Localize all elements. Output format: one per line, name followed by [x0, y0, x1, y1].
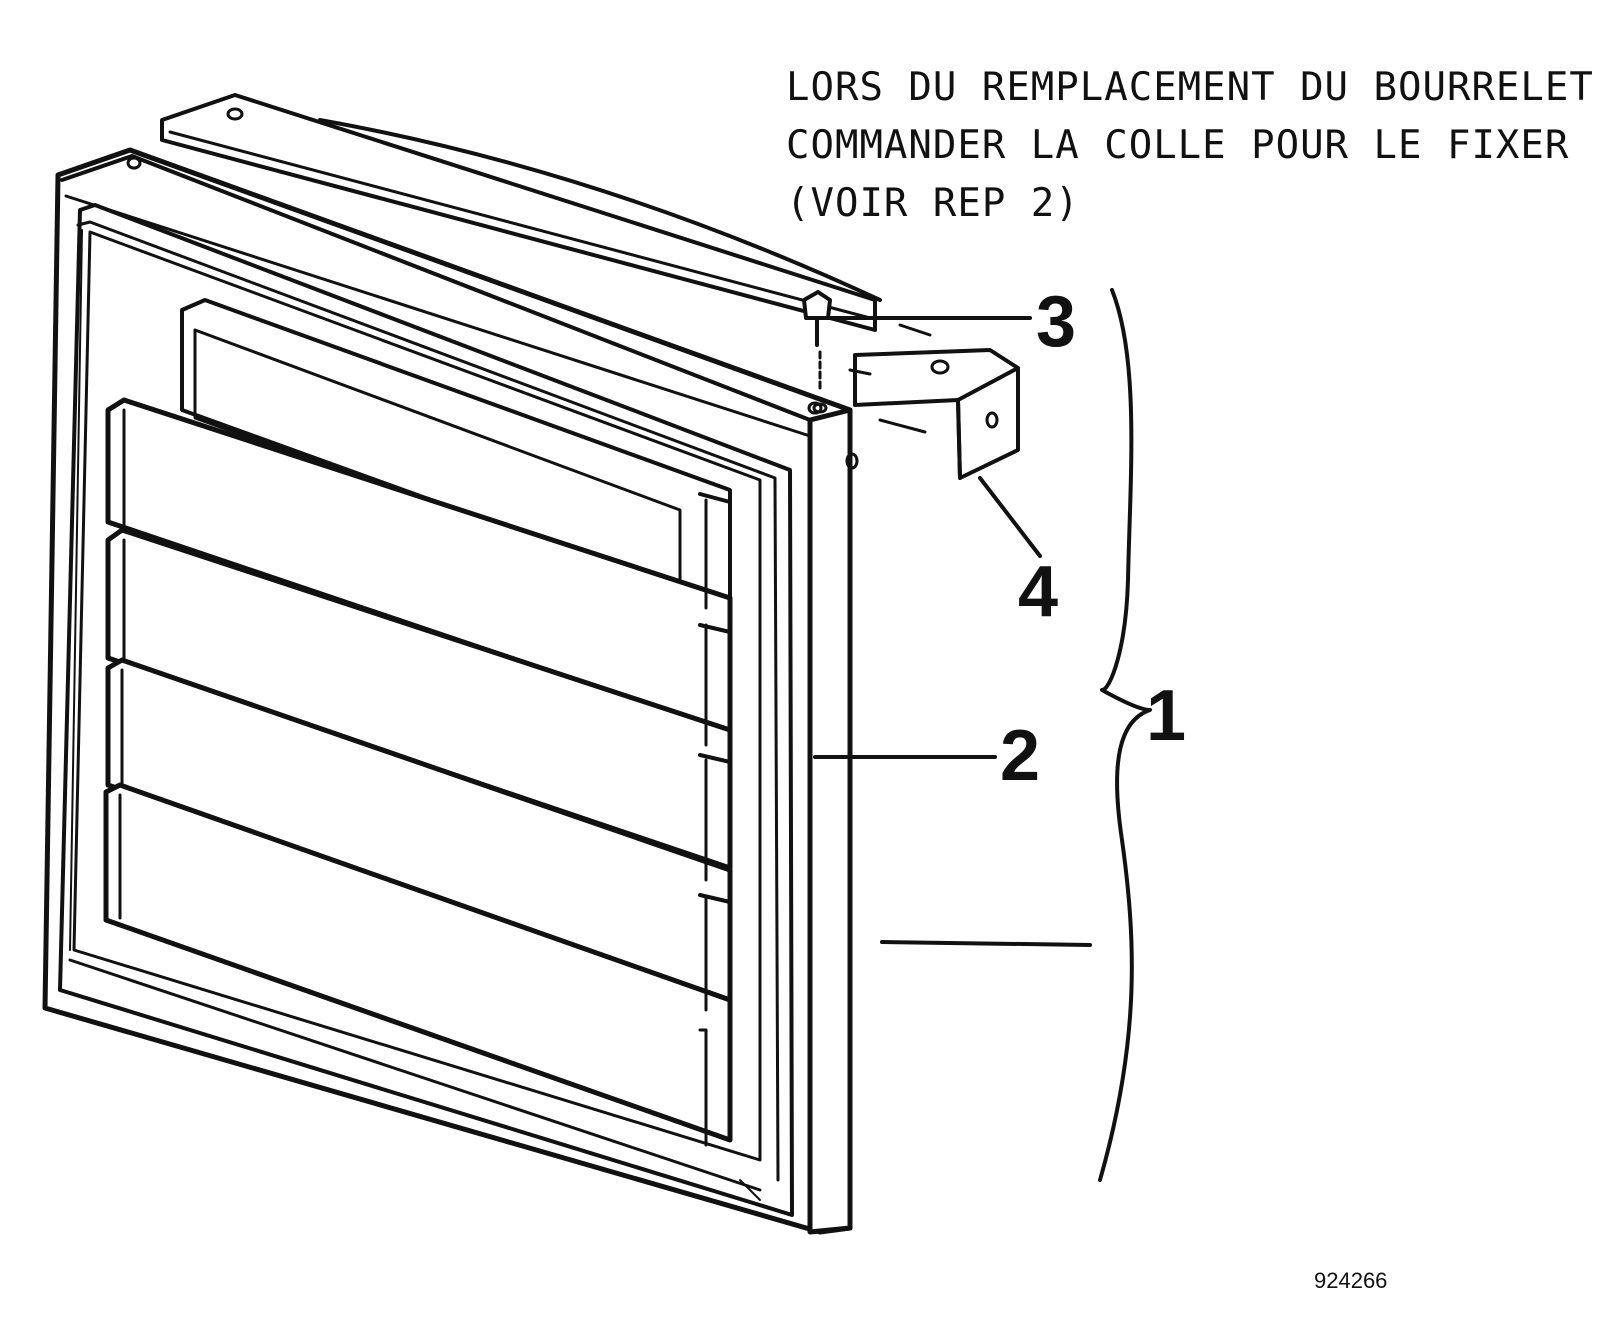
note-line-2: COMMANDER LA COLLE POUR LE FIXER [786, 123, 1569, 168]
leader-frame [880, 940, 1092, 947]
leader-4 [978, 476, 1042, 558]
frame-hole-top-left [126, 156, 142, 170]
frame-hole-top-right [807, 401, 823, 415]
shelf-2 [105, 527, 733, 871]
callout-2: 2 [1000, 716, 1040, 796]
bracket-hole-side [985, 411, 999, 429]
shelf-4 [103, 782, 733, 1147]
hinge-screw [802, 290, 832, 414]
leader-lines [813, 316, 1092, 947]
note-line-1: LORS DU REMPLACEMENT DU BOURRELET [786, 65, 1594, 110]
callout-3: 3 [1036, 282, 1076, 362]
shelf-3 [105, 657, 733, 1003]
bracket-hole-top [930, 359, 950, 375]
note-line-3: (VOIR REP 2) [786, 181, 1080, 226]
rear-top-rail [160, 93, 882, 332]
rail-hole [226, 107, 244, 121]
brace-1 [1098, 288, 1152, 1182]
hinge-bracket [848, 323, 1020, 480]
door-shelves [103, 298, 733, 1147]
callout-4: 4 [1018, 552, 1058, 632]
callout-1: 1 [1146, 676, 1186, 756]
frame-hole-side [845, 452, 859, 470]
figure-reference: 924266 [1314, 1268, 1387, 1293]
